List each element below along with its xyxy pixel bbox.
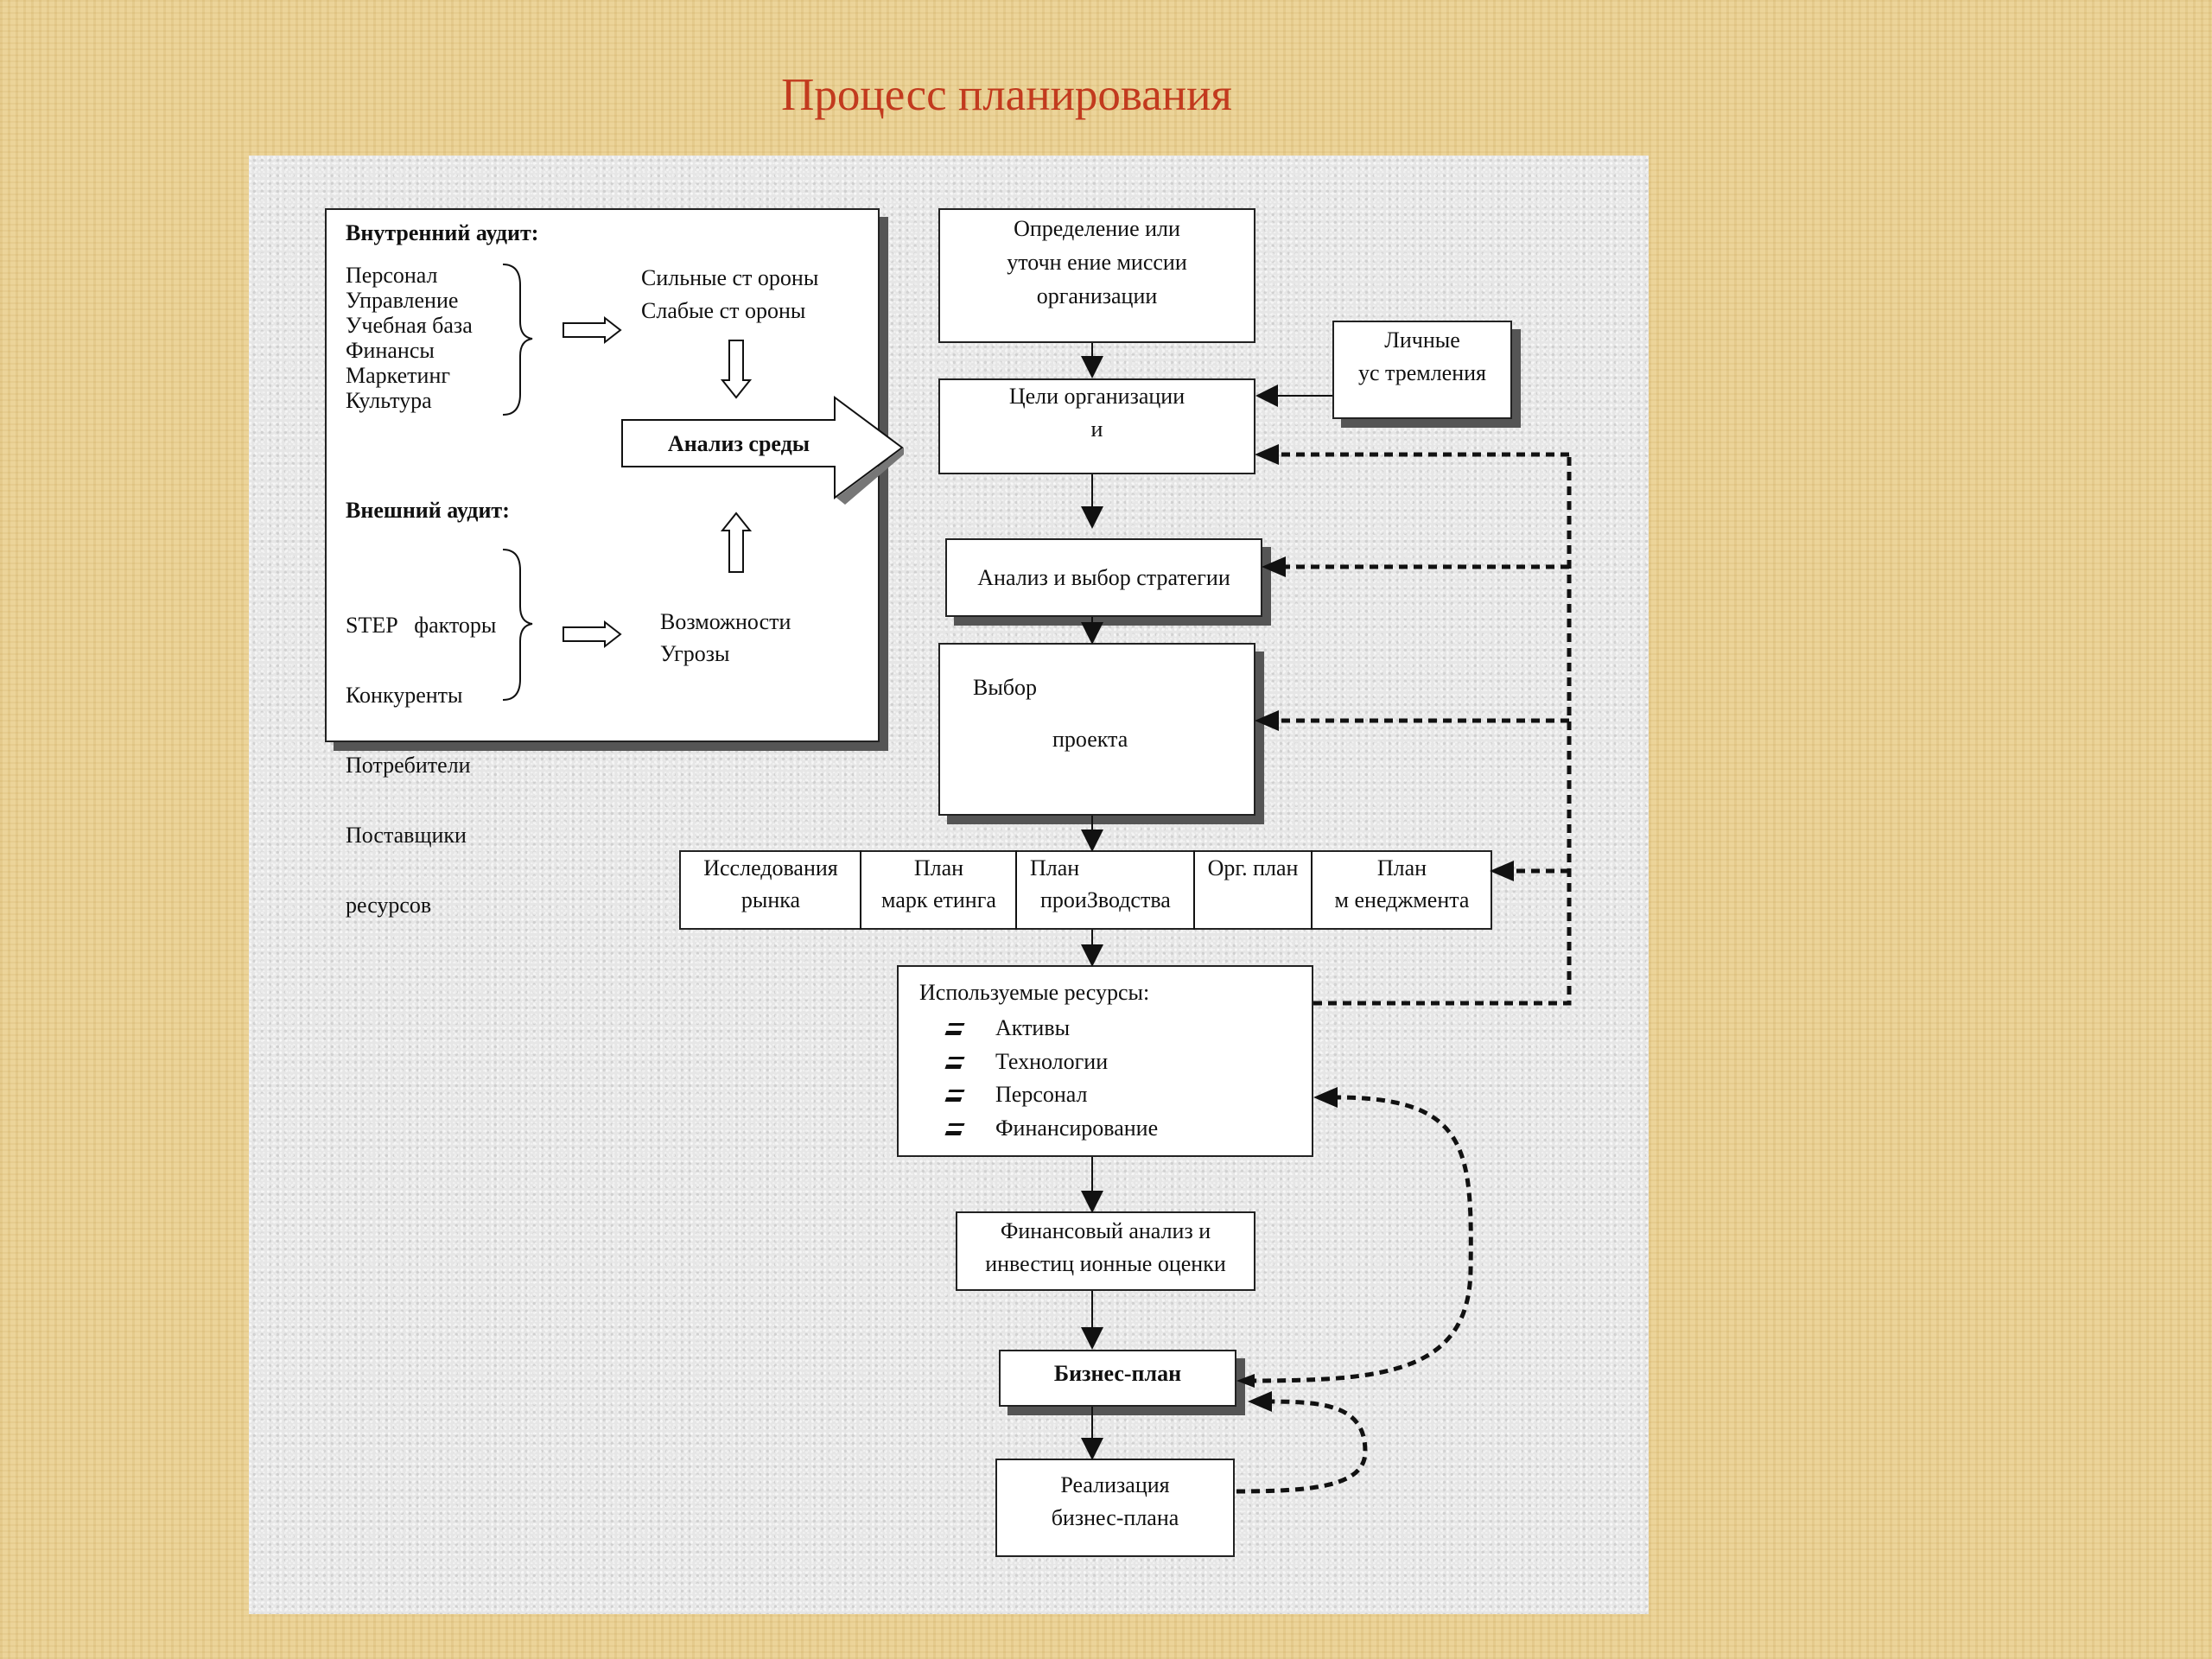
internal-audit-item: Персонал: [346, 263, 438, 288]
plans-row: [679, 850, 1492, 930]
external-audit-list: STEP факторы Конкуренты Потребители Пост…: [346, 567, 496, 940]
finance-analysis-box: Финансовый анализ и инвестиц ионные оцен…: [956, 1211, 1255, 1291]
threats-label: Угрозы: [660, 641, 730, 666]
resource-item: Активы: [944, 1012, 1158, 1046]
external-audit-item: ресурсов: [346, 893, 432, 918]
brace-internal: [502, 264, 533, 416]
goals-line: и: [1090, 416, 1103, 442]
strategy-label: Анализ и выбор стратегии: [977, 565, 1230, 590]
personal-line: ус тремления: [1357, 360, 1486, 385]
mission-line: Определение или: [1014, 216, 1180, 241]
project-label-2: проекта: [1052, 727, 1128, 752]
resource-label: Технологии: [995, 1048, 1109, 1074]
arrow-up-opportunities: [720, 512, 753, 573]
resource-label: Активы: [995, 1015, 1071, 1040]
goals-line: Цели организации: [1008, 384, 1185, 409]
internal-audit-item: Финансы: [346, 338, 435, 363]
internal-audit-list: Персонал Управление Учебная база Финансы…: [346, 263, 473, 413]
plan-cell-line: проиЗводства: [1040, 887, 1171, 912]
resource-label: Персонал: [995, 1082, 1088, 1107]
external-audit-item: Конкуренты: [346, 683, 463, 708]
plan-cell-line: м енеджмента: [1334, 887, 1470, 912]
realization-box: Реализация бизнес-плана: [995, 1459, 1235, 1557]
internal-audit-item: Маркетинг: [346, 363, 451, 388]
strategy-box: Анализ и выбор стратегии: [945, 538, 1262, 617]
personal-line: Личные: [1384, 327, 1460, 353]
plan-cell-line: Исследования: [703, 855, 838, 880]
arrow-right-external: [563, 620, 622, 649]
internal-audit-item: Учебная база: [346, 313, 473, 338]
resource-item: Технологии: [944, 1046, 1158, 1079]
business-plan-box: Бизнес-план: [999, 1350, 1236, 1407]
external-audit-item: STEP факторы: [346, 613, 497, 638]
strengths-label: Сильные ст ороны: [641, 265, 819, 290]
plan-cell-line: рынка: [741, 887, 801, 912]
plan-cell: Исследования рынка: [681, 852, 861, 916]
arrow-down-strengths: [720, 340, 753, 399]
realization-line: бизнес-плана: [1051, 1505, 1179, 1530]
resource-item: Персонал: [944, 1078, 1158, 1112]
internal-audit-heading: Внутренний аудит:: [346, 220, 539, 245]
plan-cell-line: Орг. план: [1207, 855, 1299, 880]
mission-box: Определение или уточн ение миссии органи…: [938, 208, 1255, 343]
resources-heading: Используемые ресурсы:: [919, 980, 1150, 1005]
resource-item: Финансирование: [944, 1112, 1159, 1146]
realization-line: Реализация: [1060, 1472, 1170, 1497]
external-audit-item: Потребители: [346, 753, 471, 778]
project-box: Выбор проекта: [938, 643, 1255, 816]
internal-audit-item: Управление: [346, 288, 459, 313]
plan-cell: План проиЗводства: [1030, 852, 1192, 916]
business-plan-label: Бизнес-план: [1053, 1361, 1182, 1386]
plan-cell: Орг. план: [1194, 852, 1312, 884]
page-title: Процесс планирования: [781, 70, 1232, 120]
env-analysis-label: Анализ среды: [668, 431, 810, 456]
mission-line: уточн ение миссии: [1007, 250, 1187, 275]
plan-cell-line: План: [913, 855, 964, 880]
external-audit-heading: Внешний аудит:: [346, 498, 510, 523]
opportunities-label: Возможности: [660, 609, 791, 634]
external-audit-item: Поставщики: [346, 823, 467, 848]
weaknesses-label: Слабые ст ороны: [641, 298, 806, 323]
brace-external: [502, 549, 533, 701]
resources-list: Активы Технологии Персонал Финансировани…: [944, 1012, 1159, 1146]
mission-line: организации: [1036, 283, 1158, 308]
finance-line: Финансовый анализ и: [1000, 1218, 1211, 1243]
resources-box: Используемые ресурсы: Активы Технологии …: [897, 965, 1313, 1157]
resource-label: Финансирование: [995, 1115, 1159, 1141]
plan-cell-line: План: [1376, 855, 1427, 880]
env-analysis-arrow: [621, 396, 904, 499]
plan-cell-line: марк етинга: [881, 887, 996, 912]
plan-cell: План м енеджмента: [1312, 852, 1492, 916]
project-label-1: Выбор: [973, 675, 1038, 700]
personal-aspirations-box: Личные ус тремления: [1332, 321, 1512, 419]
plan-cell-line: План: [1030, 855, 1080, 880]
internal-audit-item: Культура: [346, 388, 432, 413]
plan-cell: План марк етинга: [861, 852, 1016, 916]
arrow-right-internal: [563, 315, 622, 345]
finance-line: инвестиц ионные оценки: [985, 1251, 1226, 1276]
goals-box: Цели организации и: [938, 378, 1255, 474]
